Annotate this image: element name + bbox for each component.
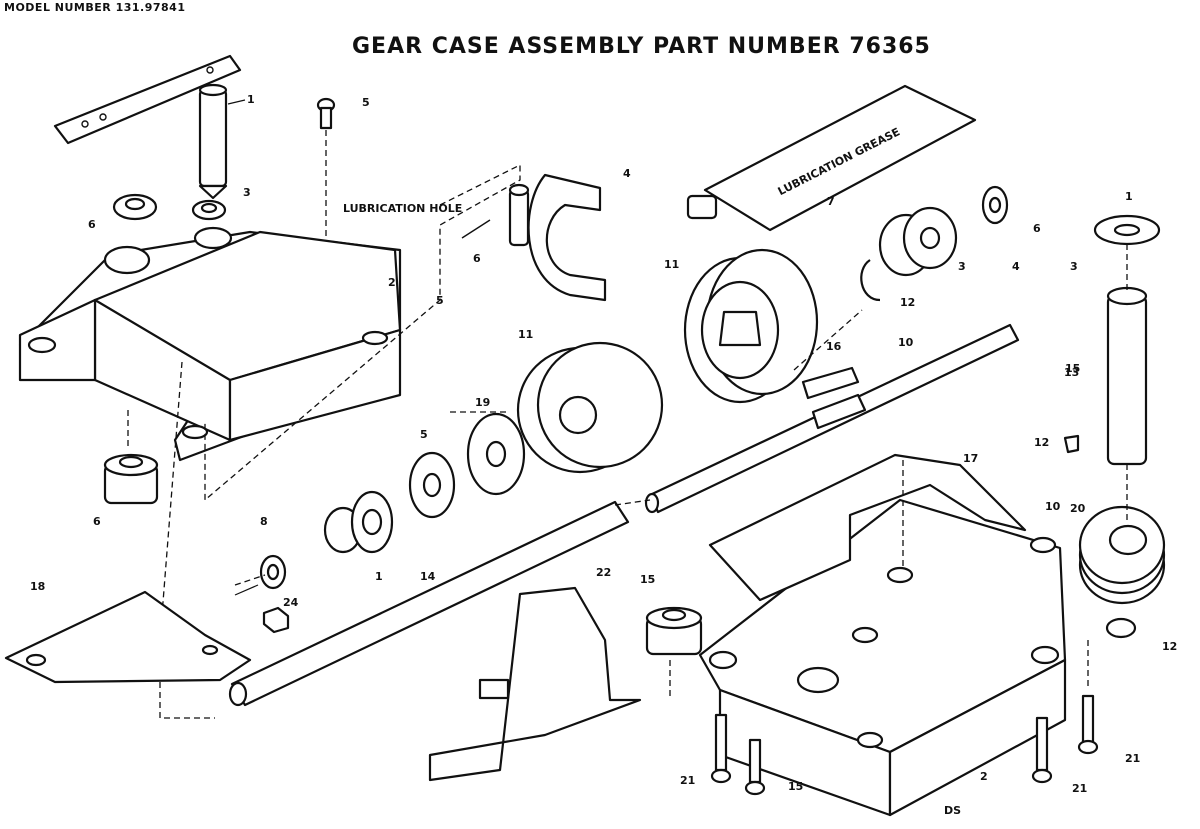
- bearing-1: [323, 490, 394, 554]
- shaft-key-block: [811, 393, 867, 430]
- gasket: [708, 453, 1027, 602]
- woodruff-key: [1063, 434, 1080, 454]
- callout: 22: [596, 566, 611, 579]
- callout: 20: [1070, 502, 1086, 515]
- washer-center: [191, 199, 227, 221]
- bolt-4: [1077, 694, 1099, 755]
- vertical-shaft: [1093, 214, 1161, 466]
- assembly-lines: [234, 309, 1089, 700]
- callout: 17: [963, 452, 978, 465]
- model-number: MODEL NUMBER 131.97841: [4, 1, 186, 14]
- callout: 10: [898, 336, 914, 349]
- screw-top: [316, 97, 336, 262]
- footer-code: DS: [944, 804, 961, 817]
- lower-gear-case: [698, 498, 1067, 817]
- callout: 21: [1072, 782, 1087, 795]
- strap-bracket: [53, 54, 242, 145]
- washer-upper-right: [981, 185, 1009, 225]
- callout: 2: [980, 770, 988, 783]
- gear-case-housing: [18, 226, 402, 641]
- callout: 14: [420, 570, 436, 583]
- mounting-bracket-left: [4, 590, 252, 719]
- bolt-1: [710, 713, 732, 784]
- callout: 6: [88, 218, 96, 231]
- callout: 15: [1065, 362, 1080, 375]
- retaining-ring-upper: [860, 259, 881, 302]
- callout: 15: [640, 573, 655, 586]
- callout: 4: [623, 167, 631, 180]
- callout: 3: [958, 260, 966, 273]
- mounting-bracket-center: [428, 586, 642, 782]
- callout: 6: [93, 515, 101, 528]
- callout: 21: [1125, 752, 1140, 765]
- callout: 7: [827, 195, 835, 208]
- spur-gear: [516, 341, 664, 474]
- pulley-hub: [878, 206, 958, 277]
- callout: 12: [1034, 436, 1049, 449]
- key: [801, 366, 860, 400]
- callout: 18: [30, 580, 45, 593]
- callout: 12: [1162, 640, 1177, 653]
- callout: 1: [375, 570, 383, 583]
- bushing-lower-left: [103, 453, 159, 505]
- retaining-ring-lower: [1105, 617, 1137, 639]
- callout: 6: [1033, 222, 1041, 235]
- callout: 24: [283, 596, 299, 609]
- callout: 16: [826, 340, 842, 353]
- pin-shaft: [198, 83, 246, 200]
- thrust-washer-a: [466, 412, 526, 496]
- washer-left: [112, 193, 158, 221]
- bushing-center: [645, 606, 703, 656]
- callout: 13: [1064, 366, 1079, 379]
- callout: 11: [664, 258, 679, 271]
- callout: 5: [362, 96, 370, 109]
- callout: 5: [420, 428, 428, 441]
- nut: [262, 606, 290, 634]
- callout: 12: [900, 296, 915, 309]
- callout: 21: [680, 774, 695, 787]
- page-title: GEAR CASE ASSEMBLY PART NUMBER 76365: [352, 34, 931, 59]
- callout: 19: [475, 396, 490, 409]
- callout: 3: [1070, 260, 1078, 273]
- callout: 11: [518, 328, 533, 341]
- callout: 5: [436, 294, 444, 307]
- drive-pulley: [1078, 464, 1166, 605]
- callout: 15: [788, 780, 803, 793]
- bolt-2: [744, 738, 766, 796]
- washer-small: [259, 554, 287, 590]
- thrust-washer-b: [408, 451, 456, 519]
- lubrication-hole-label: LUBRICATION HOLE: [343, 202, 462, 215]
- callout: 6: [473, 252, 481, 265]
- callout: 10: [1045, 500, 1061, 513]
- callout: 3: [243, 186, 251, 199]
- callout: 8: [260, 515, 268, 528]
- callout: 4: [1012, 260, 1020, 273]
- callout: 1: [247, 93, 255, 106]
- shift-fork: [461, 173, 607, 302]
- bolt-3: [1031, 716, 1053, 784]
- callouts: 1 3 5 6 4 2 6 6 7 5 3 6 4 11 12 1 11 3 1…: [30, 93, 1177, 795]
- callout: 2: [388, 276, 396, 289]
- large-pulley: [683, 248, 819, 404]
- callout: 1: [1125, 190, 1133, 203]
